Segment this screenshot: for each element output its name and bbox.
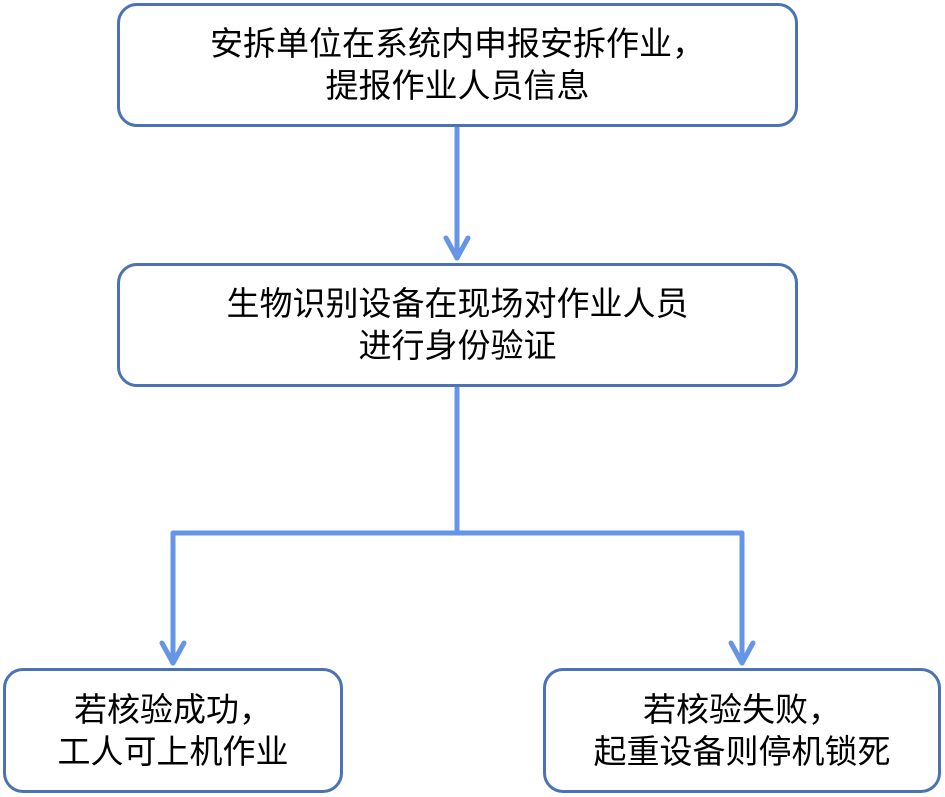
outcome-success: 若核验成功， 工人可上机作业	[3, 668, 343, 793]
outcome-failure-line2: 起重设备则停机锁死	[593, 731, 891, 771]
step-submit-line2: 提报作业人员信息	[325, 66, 590, 105]
step-biometric-verification: 生物识别设备在现场对作业人员 进行身份验证	[117, 263, 798, 387]
step-submit-line1: 安拆单位在系统内申报安拆作业，	[210, 24, 705, 63]
outcome-success-line2: 工人可上机作业	[57, 731, 289, 771]
arrowhead-success	[159, 640, 187, 666]
outcome-success-line1: 若核验成功，	[74, 689, 272, 729]
step-verify-line1: 生物识别设备在现场对作业人员	[226, 284, 689, 323]
step-submit-application: 安拆单位在系统内申报安拆作业， 提报作业人员信息	[117, 3, 798, 127]
arrowhead-verify	[443, 235, 471, 261]
arrowhead-fail	[728, 640, 756, 666]
connector-branch-bar	[170, 530, 745, 666]
step-verify-line2: 进行身份验证	[358, 326, 557, 365]
outcome-failure-line1: 若核验失败，	[643, 689, 841, 729]
outcome-failure: 若核验失败， 起重设备则停机锁死	[543, 668, 941, 793]
